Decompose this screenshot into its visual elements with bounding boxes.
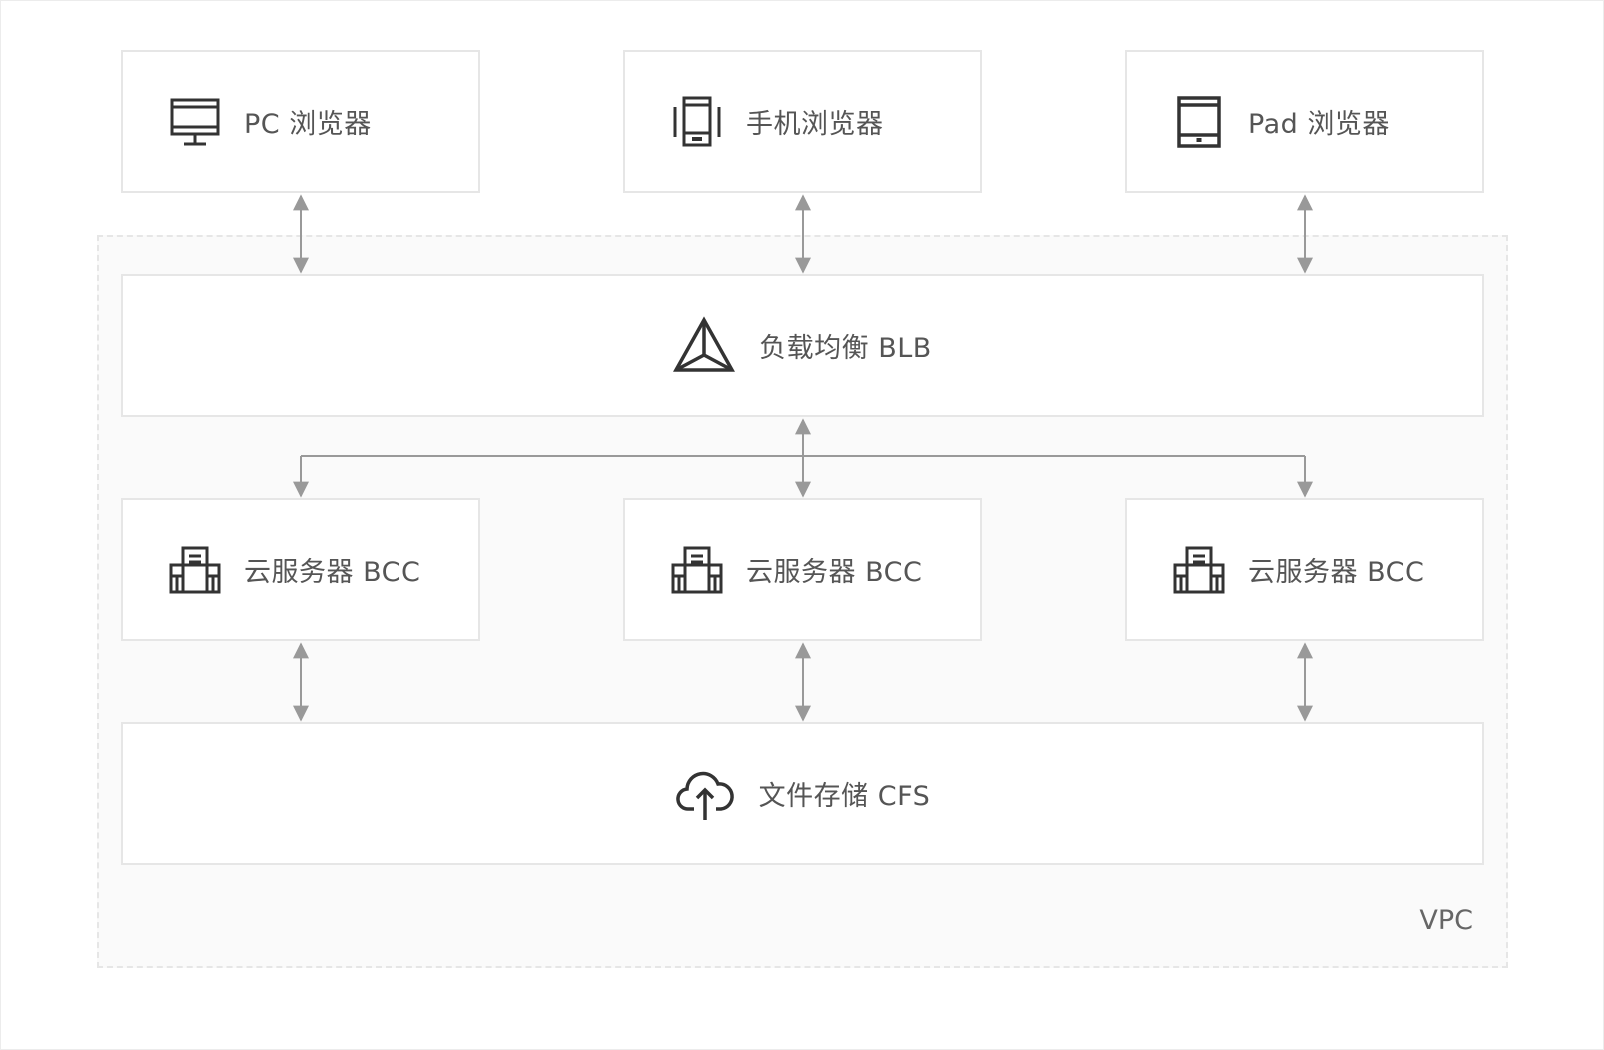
pad-browser-label: Pad 浏览器 bbox=[1248, 109, 1390, 140]
server-building-icon bbox=[169, 546, 221, 593]
vpc-label: VPC bbox=[1419, 905, 1473, 936]
desktop-monitor-icon bbox=[170, 98, 220, 145]
mobile-phone-icon bbox=[673, 96, 721, 146]
server-building-icon bbox=[671, 546, 723, 593]
server-label-3: 云服务器 BCC bbox=[1248, 557, 1425, 588]
cloud-upload-icon bbox=[675, 771, 734, 820]
pc-browser-label: PC 浏览器 bbox=[244, 109, 372, 140]
server-box-1: 云服务器 BCC bbox=[121, 498, 480, 641]
server-box-3: 云服务器 BCC bbox=[1125, 498, 1484, 641]
pad-browser-box: Pad 浏览器 bbox=[1125, 50, 1484, 193]
pc-browser-box: PC 浏览器 bbox=[121, 50, 480, 193]
load-balancer-box: 负载均衡 BLB bbox=[121, 274, 1484, 417]
tablet-icon bbox=[1177, 95, 1221, 148]
load-balancer-label: 负载均衡 BLB bbox=[759, 333, 932, 364]
mobile-browser-box: 手机浏览器 bbox=[623, 50, 982, 193]
server-label-2: 云服务器 BCC bbox=[746, 557, 923, 588]
file-storage-box: 文件存储 CFS bbox=[121, 722, 1484, 865]
server-building-icon bbox=[1173, 546, 1225, 593]
triangle-pyramid-icon bbox=[673, 315, 736, 372]
server-box-2: 云服务器 BCC bbox=[623, 498, 982, 641]
server-label-1: 云服务器 BCC bbox=[244, 557, 421, 588]
mobile-browser-label: 手机浏览器 bbox=[746, 109, 884, 140]
file-storage-label: 文件存储 CFS bbox=[758, 781, 931, 812]
